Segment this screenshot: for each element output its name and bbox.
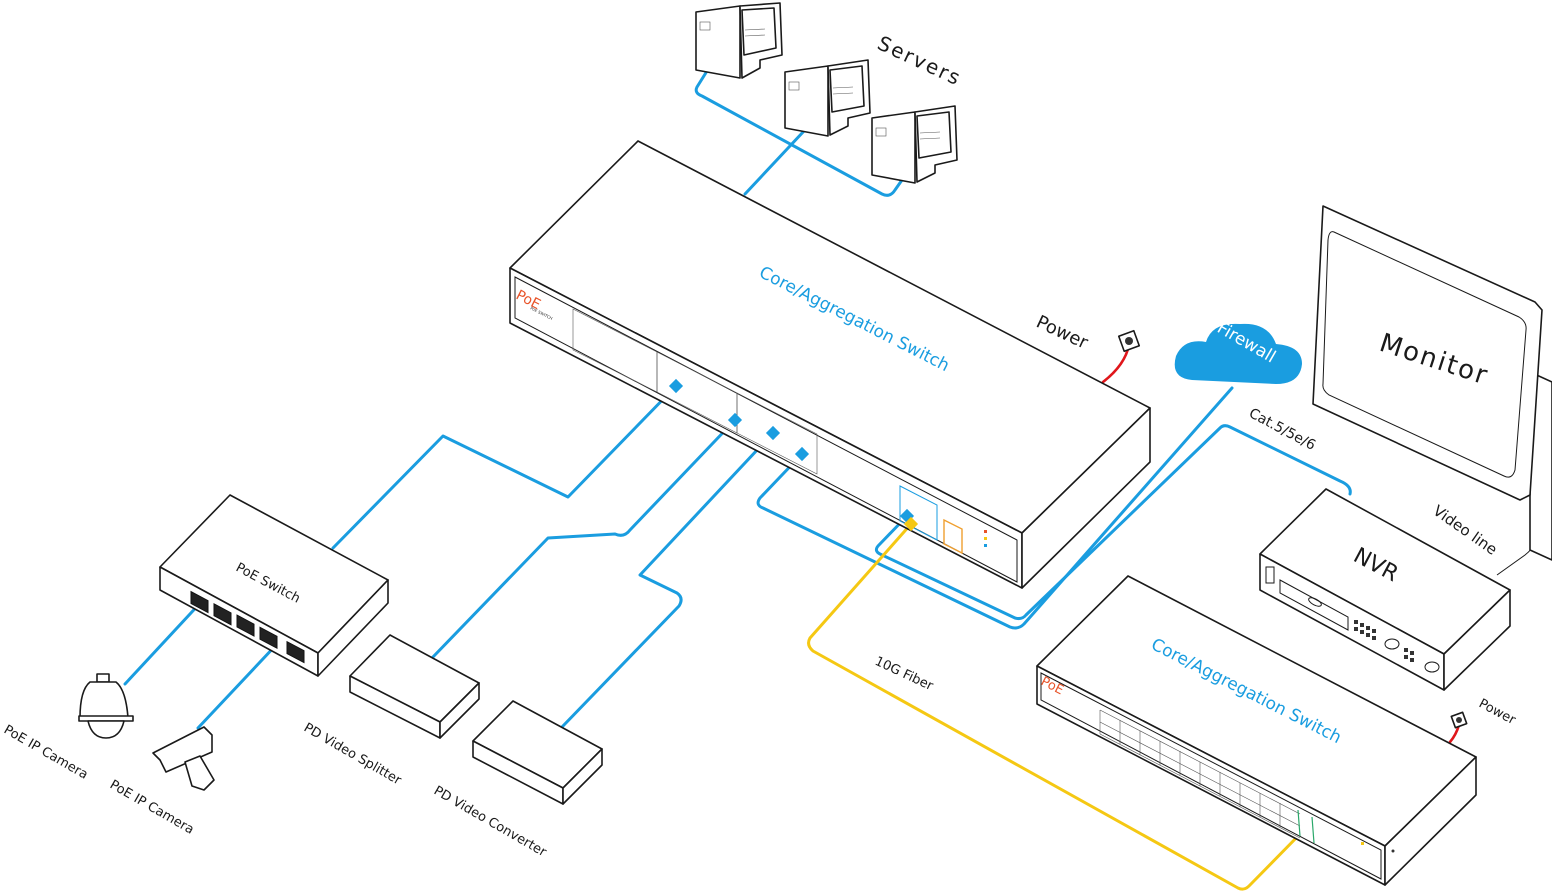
video-splitter[interactable]: [349, 634, 480, 739]
port-grid: [1099, 709, 1301, 839]
port-connector: [794, 446, 810, 462]
core-switch-main[interactable]: PoE PoE SWITCH Core/Aggregation Switch: [509, 140, 1151, 589]
port-connector: [765, 425, 781, 441]
cable-core-to-poe-switch: [331, 384, 678, 550]
cable-core-to-nvr: [874, 424, 1352, 621]
monitor[interactable]: Monitor: [1312, 205, 1552, 561]
cable-core-to-converter: [560, 431, 775, 729]
cable-core-to-firewall: [756, 386, 1234, 630]
cable-fiber-10g: [807, 522, 1304, 891]
video-converter[interactable]: [472, 700, 603, 805]
servers-group[interactable]: Servers: [695, 2, 966, 184]
poe-switch[interactable]: PoE Switch: [159, 494, 389, 677]
bullet-camera[interactable]: [152, 726, 215, 791]
server-2[interactable]: [784, 59, 871, 137]
video-line-label: Video line: [1430, 502, 1501, 559]
server-3[interactable]: [871, 105, 958, 184]
firewall[interactable]: Firewall: [1174, 318, 1302, 384]
video-splitter-label: PD Video Splitter: [301, 720, 404, 788]
power-outlet-secondary: [1450, 711, 1468, 729]
port-connector: [668, 378, 684, 394]
servers-label: Servers: [874, 31, 966, 91]
port-connector: [727, 412, 743, 428]
cable-poe-switch-to-dome-camera: [123, 598, 205, 686]
core-switch-secondary[interactable]: PoE Core/Aggregation Switch: [1036, 575, 1477, 886]
cable-poe-switch-to-bullet-camera: [196, 642, 279, 730]
server-1[interactable]: [695, 2, 783, 79]
power-outlet-main: [1117, 329, 1141, 353]
power-secondary-label: Power: [1476, 696, 1518, 728]
nvr[interactable]: NVR: [1259, 488, 1511, 691]
dome-camera-label: PoE IP Camera: [1, 722, 90, 782]
cat-cable-label: Cat.5/5e/6: [1246, 405, 1318, 453]
cable-server-2: [743, 129, 806, 196]
fiber-connector: [903, 516, 919, 532]
bullet-camera-label: PoE IP Camera: [107, 777, 196, 837]
cable-core-to-splitter: [430, 418, 737, 660]
power-main-label: Power: [1033, 311, 1092, 353]
video-converter-label: PD Video Converter: [431, 783, 549, 860]
dome-camera[interactable]: [78, 673, 134, 739]
